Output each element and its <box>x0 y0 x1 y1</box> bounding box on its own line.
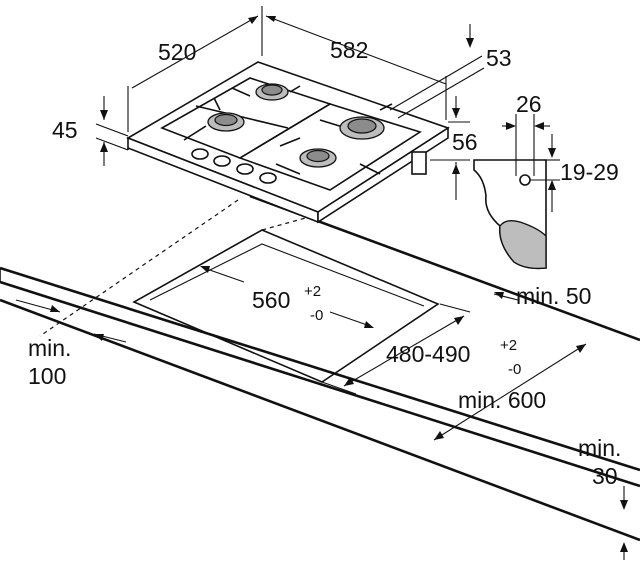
bracket-screw-hole <box>519 174 531 186</box>
label-560: 560 <box>252 287 290 313</box>
dim-520 <box>127 6 263 132</box>
label-min-100-line2: 100 <box>28 363 66 389</box>
dim-min-50 <box>493 292 519 301</box>
label-min-100-line1: min. <box>28 335 71 361</box>
dim-45 <box>95 96 129 166</box>
gas-hob <box>126 61 450 224</box>
label-min-600: min. 600 <box>458 387 546 413</box>
worktop-front-edge-top <box>0 266 640 472</box>
burner-front-left <box>207 112 245 132</box>
worktop-lower-edge <box>0 298 640 542</box>
dim-560 <box>200 266 374 328</box>
dim-582 <box>265 15 447 120</box>
label-45: 45 <box>52 117 78 143</box>
knob-2 <box>213 155 231 167</box>
dim-min-30 <box>620 486 628 560</box>
knob-4 <box>259 172 277 184</box>
label-520: 520 <box>158 39 196 65</box>
label-480-490: 480-490 <box>386 341 470 367</box>
label-480-plus: +2 <box>500 337 517 354</box>
label-19-29: 19-29 <box>560 159 619 185</box>
burner-rear-right <box>339 116 385 140</box>
projection-line-left <box>39 199 239 337</box>
label-582: 582 <box>330 37 368 63</box>
label-53: 53 <box>486 45 512 71</box>
label-560-plus: +2 <box>304 283 321 300</box>
gas-inlet <box>411 151 427 175</box>
label-560-minus: -0 <box>310 307 323 324</box>
dim-56 <box>430 96 470 200</box>
dim-min-100 <box>15 299 127 343</box>
control-knobs <box>191 148 277 184</box>
burner-rear-left <box>255 83 289 101</box>
label-min-50: min. 50 <box>516 283 591 309</box>
knob-1 <box>191 148 209 160</box>
burner-front-right <box>299 148 337 168</box>
mounting-bracket-detail <box>473 114 560 270</box>
dim-480-490 <box>321 303 471 395</box>
label-26: 26 <box>516 91 542 117</box>
hob-top-plate <box>126 61 450 213</box>
label-480-minus: -0 <box>508 361 521 378</box>
label-min-30-line1: min. <box>578 435 621 461</box>
dim-min-600 <box>433 343 587 441</box>
dim-53 <box>389 24 485 119</box>
label-min-30-line2: 30 <box>592 463 618 489</box>
bracket-clamp <box>499 220 547 270</box>
label-56: 56 <box>452 129 478 155</box>
worktop-front-edge-bottom <box>0 280 640 488</box>
knob-3 <box>236 163 254 175</box>
cutout-inner-edge <box>149 243 425 307</box>
